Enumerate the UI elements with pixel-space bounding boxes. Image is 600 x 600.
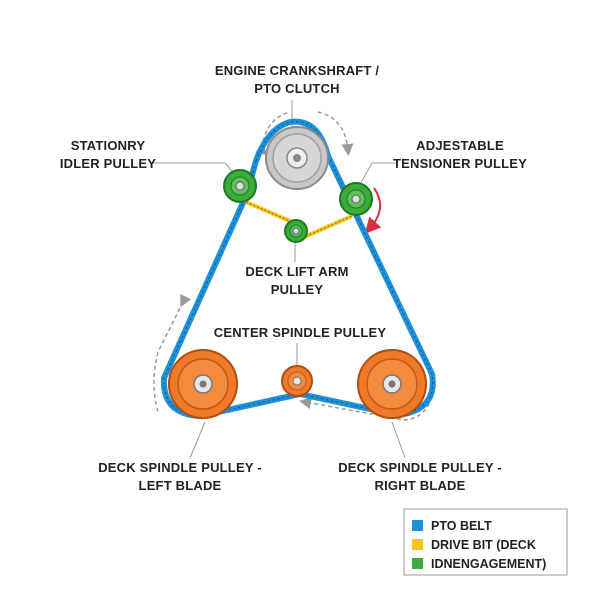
rotation-arrows (153, 111, 433, 421)
idler-label-line1: STATIONRY (71, 138, 146, 153)
left-spindle-leader (189, 421, 206, 459)
idler-label-line2: IDLER PULLEY (60, 156, 156, 171)
left-spindle-pulley (168, 349, 238, 419)
center-spindle-pulley (281, 365, 313, 397)
legend-box (403, 508, 568, 576)
engine-pulley (265, 126, 329, 190)
center-spindle-label: CENTER SPINDLE PULLEY (214, 325, 387, 340)
pto-belt (160, 118, 436, 419)
stationary-idler-pulley (223, 169, 257, 203)
tensioner-label-line1: ADJESTABLE (416, 138, 504, 153)
legend-label-0: PTO BELT (431, 519, 492, 533)
tensioner-adjust-arrow (364, 187, 382, 234)
tensioner-label-line2: TENSIONER PULLEY (393, 156, 527, 171)
left-spindle-label-line1: DECK SPINDLE PULLEY - (98, 460, 262, 475)
tensioner-pulley (339, 182, 373, 216)
lift-label-line1: DECK LIFT ARM (245, 264, 348, 279)
legend-swatch-2 (412, 558, 423, 569)
engine-label-line1: ENGINE CRANKSHRAFT / (215, 63, 380, 78)
legend-label-1: DRIVE BIT (DECK (431, 538, 536, 552)
lift-label-line2: PULLEY (271, 282, 324, 297)
legend-swatch-0 (412, 520, 423, 531)
legend: PTO BELT DRIVE BIT (DECK IDNENGAGEMENT) (403, 508, 568, 576)
right-spindle-pulley (357, 349, 427, 419)
left-spindle-label-line2: LEFT BLADE (139, 478, 222, 493)
right-spindle-label-line2: RIGHT BLADE (374, 478, 465, 493)
tensioner-leader (357, 162, 398, 189)
right-run-arrow (299, 396, 433, 421)
idler-leader (150, 162, 239, 179)
deck-lift-arm-pulley (284, 219, 308, 243)
labels: ENGINE CRANKSHRAFT / PTO CLUTCH STATIONR… (60, 63, 527, 493)
drive-belt (245, 200, 353, 240)
engine-rotation-arrow-right (317, 111, 354, 156)
engine-rotation-arrow-left (255, 111, 291, 155)
legend-label-2: IDNENGAGEMENT) (431, 557, 546, 571)
right-spindle-label-line1: DECK SPINDLE PULLEY - (338, 460, 502, 475)
legend-swatch-1 (412, 539, 423, 550)
engine-label-line2: PTO CLUTCH (254, 81, 340, 96)
right-spindle-leader (391, 421, 406, 459)
